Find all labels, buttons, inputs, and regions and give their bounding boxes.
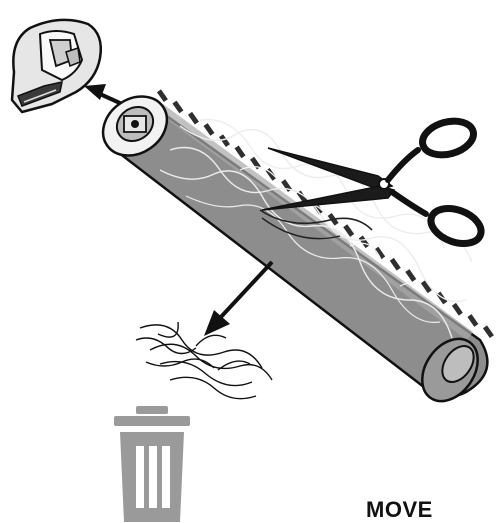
brushroll-end-cap-icon	[12, 20, 101, 112]
bristle	[188, 112, 199, 125]
bristle	[452, 303, 463, 316]
arrow-icon	[204, 262, 272, 336]
bristle	[359, 235, 370, 248]
bristle	[405, 269, 416, 282]
tangled-hair-icon	[136, 322, 272, 399]
arrow-icon	[84, 84, 122, 104]
bristle	[203, 123, 214, 136]
bristle	[467, 314, 478, 327]
bristle	[390, 258, 401, 271]
caption-text: MOVE	[366, 497, 433, 523]
bristle	[343, 224, 354, 237]
bristle	[172, 101, 183, 114]
bristle	[235, 146, 246, 159]
bristle	[483, 325, 494, 338]
trash-can-icon	[114, 406, 190, 522]
bristle	[157, 89, 168, 102]
